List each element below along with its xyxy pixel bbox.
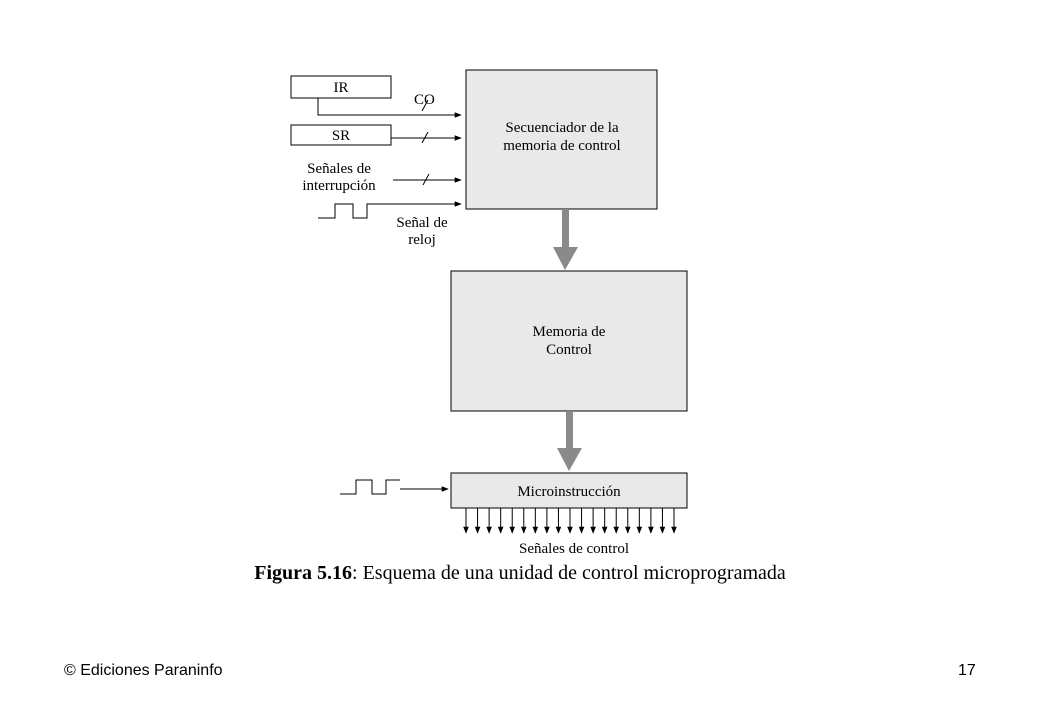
page-number: 17 (958, 662, 976, 679)
clock-label-line1: Señal de (396, 215, 448, 231)
control-signal-arrows (463, 508, 677, 534)
sr-label: SR (332, 128, 350, 144)
sequencer-label-line2: memoria de control (503, 138, 620, 154)
arrow-memory-to-microinstruction (557, 411, 582, 471)
memory-label-line2: Control (546, 342, 592, 358)
control-signals-label: Señales de control (519, 541, 629, 557)
ir-label: IR (334, 80, 349, 96)
memory-label-line1: Memoria de (533, 324, 606, 340)
clock-waveform-top (318, 201, 462, 219)
figure-title: : Esquema de una unidad de control micro… (352, 562, 786, 584)
interrupt-label-line1: Señales de (307, 161, 371, 177)
sequencer-label-line1: Secuenciador de la (505, 120, 619, 136)
figure-number: Figura 5.16 (254, 562, 353, 584)
clock-label-line2: reloj (408, 232, 436, 248)
microinstruction-label: Microinstrucción (517, 484, 621, 500)
sr-register: SR (290, 124, 392, 146)
sr-connector (391, 131, 462, 144)
sequencer-box: Secuenciador de la memoria de control (465, 69, 658, 210)
footer-copyright: © Ediciones Paraninfo (64, 662, 223, 679)
figure-caption: Figura 5.16: Esquema de una unidad de co… (0, 562, 1040, 585)
microinstruction-register: Microinstrucción (450, 472, 688, 509)
clock-waveform-bottom (340, 479, 449, 495)
control-memory-box: Memoria de Control (450, 270, 688, 412)
ir-register: IR (290, 75, 392, 99)
co-label: CO (414, 92, 435, 108)
interrupt-label-line2: interrupción (302, 178, 376, 194)
ir-connector (317, 98, 462, 118)
interrupt-connector (393, 173, 462, 186)
arrow-sequencer-to-memory (553, 209, 578, 270)
